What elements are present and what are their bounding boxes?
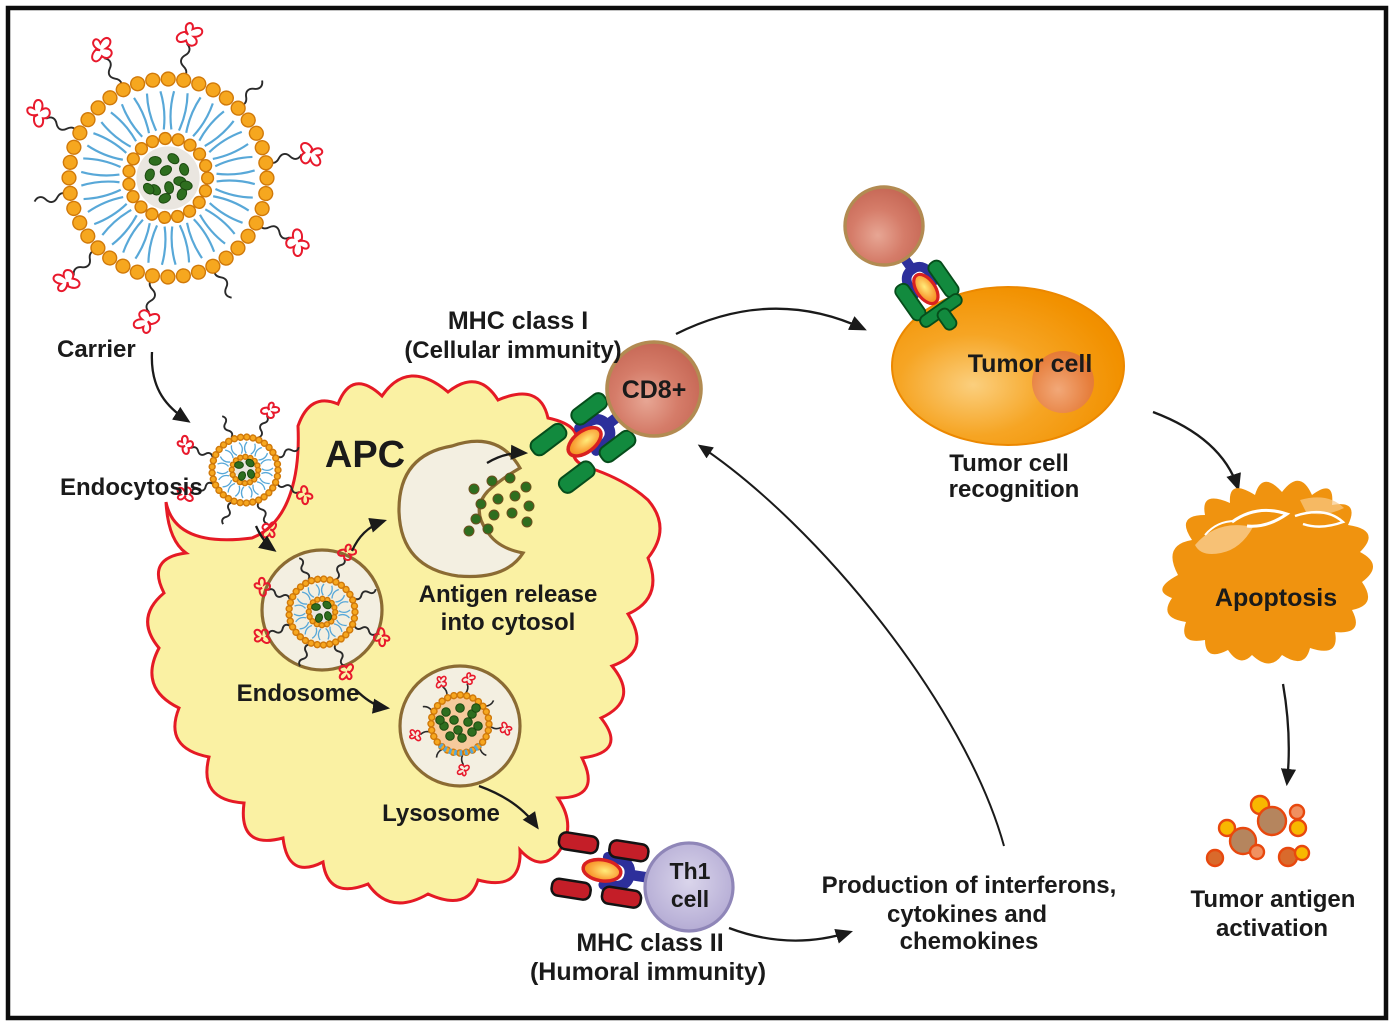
tumor-recognition-label-line1: Tumor cell: [949, 450, 1069, 477]
lysosome-label: Lysosome: [382, 800, 500, 827]
arrow-endocytosis-to-endosome: [254, 525, 277, 552]
mhc1-label-line1: MHC class I: [448, 307, 588, 335]
tumor-antigen-label-line1: Tumor antigen: [1191, 886, 1356, 913]
apc-label: APC: [325, 434, 405, 476]
arrow-th1-to-production: [728, 926, 853, 944]
production-label-line3: chemokines: [900, 928, 1039, 955]
tumor-cell-nucleus: [1032, 351, 1094, 413]
cd8-label: CD8+: [622, 376, 687, 404]
carrier-liposome: [26, 22, 324, 334]
endocytosed-liposome: [176, 401, 314, 539]
th1-label-line1: Th1: [670, 858, 711, 884]
tumor-antigen-label-line2: activation: [1216, 915, 1328, 942]
arrow-release-to-mhc1: [486, 444, 529, 464]
antigen-release-label-line1: Antigen release: [419, 581, 598, 608]
mhc-class-ii-complex: [550, 831, 652, 909]
endosome-liposome: [253, 543, 391, 681]
carrier-label: Carrier: [57, 336, 136, 363]
arrow-tumor-to-apoptosis: [1152, 410, 1241, 491]
arrow-endosome-to-release: [350, 518, 387, 552]
mhc2-label-line2: (Humoral immunity): [530, 958, 766, 986]
arrow-lysosome-to-mhc2: [478, 784, 539, 830]
mhc-class-i-complex: [529, 392, 637, 494]
th1-cell: [643, 841, 735, 933]
arrow-endosome-to-lysosome: [355, 689, 391, 714]
released-antigen-dots: [463, 472, 535, 537]
mhc2-label-line1: MHC class II: [576, 929, 723, 957]
apoptosis-label: Apoptosis: [1215, 584, 1337, 612]
cd8-t-cell: [605, 340, 703, 438]
antigen-release-label-line2: into cytosol: [441, 609, 576, 636]
mhc1-label-line2: (Cellular immunity): [404, 337, 621, 364]
figure-border: [5, 5, 1389, 1021]
cd8-t-cell-attacking: [843, 185, 925, 267]
production-label-line1: Production of interferons,: [822, 872, 1117, 899]
tumor-recognition-label-line2: recognition: [949, 476, 1080, 503]
production-label-line2: cytokines and: [887, 901, 1047, 928]
arrow-cd8-to-tumor: [675, 307, 867, 336]
arrow-apoptosis-to-antigen: [1280, 683, 1297, 787]
lysosome-degrading-liposome: [409, 672, 513, 777]
tumor-cell-label: Tumor cell: [968, 350, 1093, 378]
arrow-production-to-cd8: [697, 444, 1005, 847]
tumor-surface-receptor: [894, 249, 963, 331]
endosome-label: Endosome: [237, 680, 360, 707]
tumor-antigen-cluster: [1205, 794, 1311, 868]
arrow-carrier-to-endocytosis: [150, 351, 191, 423]
th1-label-line2: cell: [671, 886, 709, 912]
apoptosis-blob: [1162, 480, 1374, 664]
endocytosis-label: Endocytosis: [60, 474, 203, 501]
